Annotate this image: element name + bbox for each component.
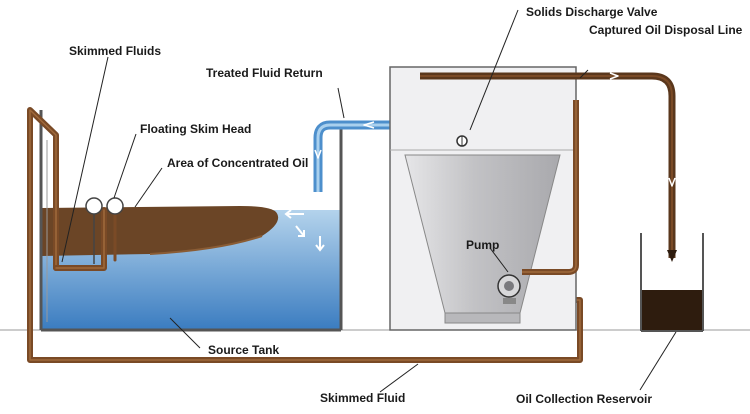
label-floating-skim-head: Floating Skim Head (140, 122, 252, 136)
oil-collection-reservoir (640, 233, 704, 332)
label-solids-discharge-valve: Solids Discharge Valve (526, 5, 658, 19)
tank-flow-arrows (284, 209, 325, 252)
skimmed-fluid-pipe (27, 107, 583, 363)
label-skimmed-fluid: Skimmed Fluid (320, 391, 406, 405)
separator-unit (389, 66, 577, 331)
label-captured-oil-disposal-line: Captured Oil Disposal Line (589, 23, 743, 37)
label-oil-collection-reservoir: Oil Collection Reservoir (516, 392, 653, 406)
label-skimmed-fluids: Skimmed Fluids (69, 44, 162, 58)
captured-oil-disposal-pipe (420, 72, 677, 262)
label-treated-fluid-return: Treated Fluid Return (206, 66, 323, 80)
label-source-tank: Source Tank (208, 343, 280, 357)
treated-fluid-return-pipe (313, 120, 390, 192)
label-pump: Pump (466, 238, 500, 252)
floating-skim-head (85, 197, 124, 264)
leader-lines (61, 9, 677, 393)
source-tank (39, 110, 343, 332)
label-area-of-concentrated-oil: Area of Concentrated Oil (167, 156, 309, 170)
pump (497, 274, 521, 304)
pump-feed-pipe (522, 100, 579, 275)
